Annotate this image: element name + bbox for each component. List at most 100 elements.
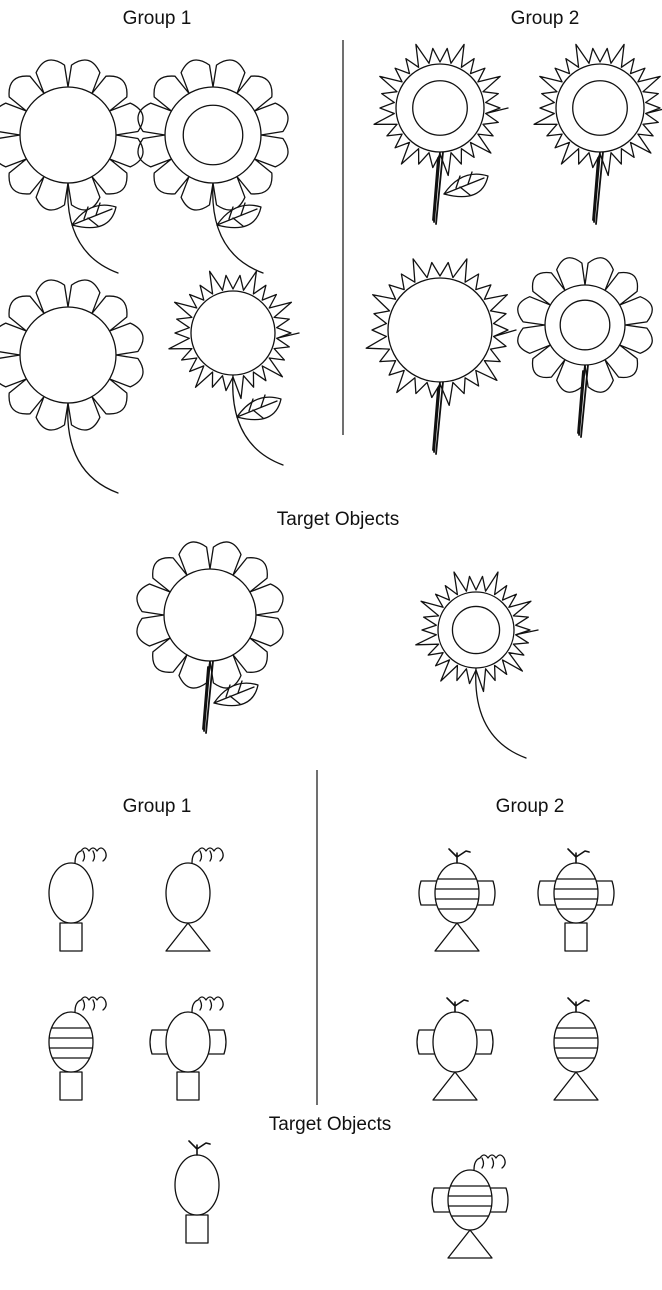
curved-stem bbox=[475, 667, 527, 759]
curved-stem bbox=[67, 182, 119, 274]
body-oval bbox=[174, 1154, 220, 1216]
figure-group2-label: Group 2 bbox=[496, 796, 565, 817]
straight-stem bbox=[592, 151, 604, 225]
figure-item bbox=[416, 997, 494, 1101]
spiky-petals bbox=[415, 571, 539, 693]
body-oval bbox=[165, 1011, 211, 1073]
figure-group1-label: Group 1 bbox=[123, 796, 192, 817]
straight-antenna bbox=[446, 997, 469, 1013]
curved-stem bbox=[67, 402, 119, 494]
inner-ring bbox=[451, 605, 501, 655]
flower-center bbox=[555, 63, 645, 153]
curly-antenna bbox=[473, 1154, 506, 1171]
figure-item bbox=[48, 847, 107, 952]
figure-item bbox=[537, 848, 615, 952]
figure-item bbox=[149, 996, 227, 1101]
straight-stem bbox=[432, 381, 444, 455]
flower-item bbox=[136, 541, 284, 734]
triangle-base bbox=[432, 1071, 478, 1101]
spiky-petals bbox=[168, 270, 300, 400]
flower-target-items bbox=[136, 541, 539, 759]
triangle-base bbox=[165, 922, 211, 952]
leaf-veins bbox=[236, 394, 278, 419]
flower-center bbox=[544, 284, 626, 366]
spiky-petals bbox=[365, 258, 517, 407]
flower-item bbox=[517, 257, 653, 438]
right-wing bbox=[474, 1029, 494, 1055]
flower-group1-items bbox=[0, 59, 300, 494]
flower-item bbox=[365, 258, 517, 455]
spiky-petals bbox=[533, 43, 662, 177]
square-base bbox=[185, 1214, 209, 1244]
flower-item bbox=[533, 43, 662, 225]
left-wing bbox=[537, 880, 557, 906]
right-wing bbox=[207, 1029, 227, 1055]
flower-item bbox=[0, 279, 144, 494]
flower-center bbox=[395, 63, 485, 153]
left-wing bbox=[418, 880, 438, 906]
triangle-base bbox=[434, 922, 480, 952]
flower-group2-items bbox=[365, 43, 662, 455]
flower-group1-label: Group 1 bbox=[123, 8, 192, 29]
figure-panel: Group 1 Group 2 Target Objects bbox=[48, 770, 615, 1259]
flower-center bbox=[164, 86, 262, 184]
flower-center bbox=[19, 306, 117, 404]
figure-item bbox=[553, 997, 599, 1101]
figure-item bbox=[418, 848, 496, 952]
leaf-veins bbox=[71, 202, 113, 227]
right-wing bbox=[595, 880, 615, 906]
straight-antenna bbox=[188, 1140, 211, 1156]
straight-antenna bbox=[448, 848, 471, 864]
inner-ring bbox=[559, 299, 611, 351]
spiky-petals bbox=[373, 43, 509, 177]
curly-antenna bbox=[191, 847, 224, 864]
round-petals bbox=[517, 257, 653, 393]
curly-antenna bbox=[74, 847, 107, 864]
figure-group2-items bbox=[416, 848, 615, 1101]
square-base bbox=[59, 922, 83, 952]
flower-item bbox=[415, 571, 539, 759]
flower-group2-label: Group 2 bbox=[511, 8, 580, 29]
body-oval bbox=[48, 862, 94, 924]
flower-center bbox=[437, 591, 515, 669]
triangle-base bbox=[447, 1229, 493, 1259]
square-base bbox=[564, 922, 588, 952]
straight-antenna bbox=[567, 997, 590, 1013]
body-oval bbox=[165, 862, 211, 924]
body-oval bbox=[48, 1011, 94, 1073]
inner-ring bbox=[182, 104, 244, 166]
figure-item bbox=[48, 996, 107, 1101]
inner-ring bbox=[572, 80, 628, 136]
left-wing bbox=[416, 1029, 436, 1055]
body-oval bbox=[553, 862, 599, 924]
flower-center bbox=[190, 290, 276, 376]
left-wing bbox=[149, 1029, 169, 1055]
flower-item bbox=[168, 270, 300, 466]
flower-center bbox=[387, 277, 493, 383]
figure-target-label: Target Objects bbox=[269, 1114, 392, 1135]
curved-stem bbox=[232, 374, 284, 466]
flower-target-label: Target Objects bbox=[277, 509, 400, 530]
curly-antenna bbox=[74, 996, 107, 1013]
leaf-veins bbox=[216, 202, 258, 227]
body-oval bbox=[553, 1011, 599, 1073]
flower-item bbox=[0, 59, 144, 274]
body-oval bbox=[432, 1011, 478, 1073]
figure-group1-items bbox=[48, 847, 227, 1101]
round-petals bbox=[0, 279, 144, 431]
figure-item bbox=[174, 1140, 220, 1244]
right-wing bbox=[476, 880, 496, 906]
left-wing bbox=[431, 1187, 451, 1213]
flower-item bbox=[373, 43, 509, 225]
right-wing bbox=[489, 1187, 509, 1213]
square-base bbox=[59, 1071, 83, 1101]
figure-target-items bbox=[174, 1140, 509, 1259]
flower-center bbox=[19, 86, 117, 184]
straight-stem bbox=[432, 151, 444, 225]
figure-item bbox=[431, 1154, 509, 1259]
curved-stem bbox=[212, 182, 264, 274]
curly-antenna bbox=[191, 996, 224, 1013]
square-base bbox=[176, 1071, 200, 1101]
straight-antenna bbox=[567, 848, 590, 864]
